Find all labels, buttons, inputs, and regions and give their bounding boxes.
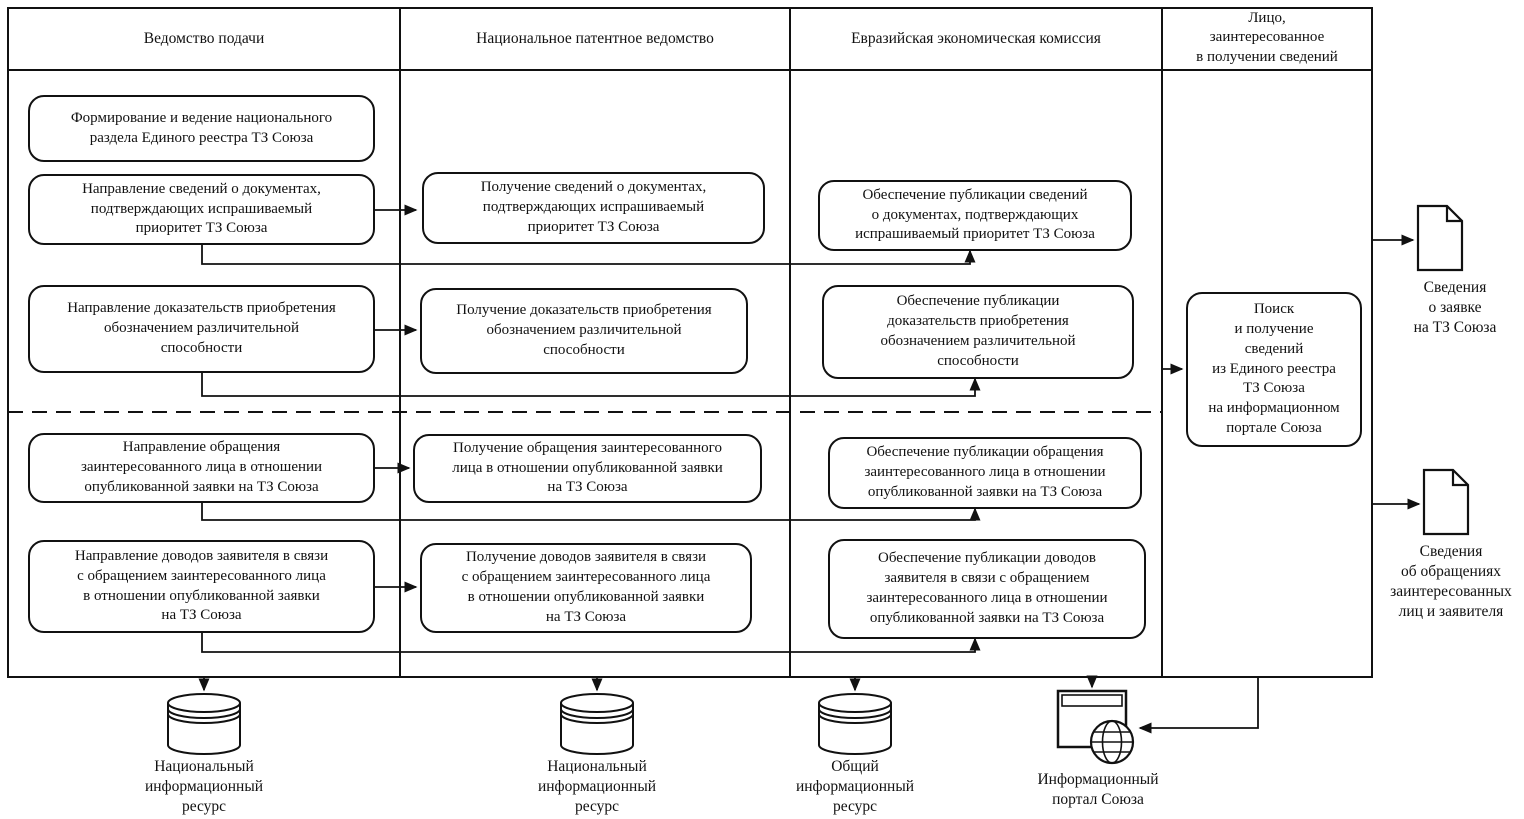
box-send-priority-docs: Направление сведений о документах, подтв…: [28, 174, 375, 245]
union-info-portal-label: Информационный портал Союза: [1037, 771, 1159, 809]
output-doc-application-info-label: Сведения о заявке на ТЗ Союза: [1413, 279, 1497, 337]
box-receive-interested-appeal: Получение обращения заинтересованного ли…: [413, 434, 762, 503]
box-publish-applicant-arguments: Обеспечение публикации доводов заявителя…: [828, 539, 1146, 639]
box-receive-applicant-arguments: Получение доводов заявителя в связи с об…: [420, 543, 752, 633]
swimlane-grid: [7, 7, 1373, 678]
lane-header-interested-person: Лицо, заинтересованное в получении сведе…: [1196, 10, 1338, 65]
box-publish-distinctiveness-proof: Обеспечение публикации доказательств при…: [822, 285, 1134, 379]
database-icon: [560, 693, 634, 755]
national-info-resource-1-label: Национальный информационный ресурс: [144, 758, 264, 816]
box-receive-priority-docs: Получение сведений о документах, подтвер…: [422, 172, 765, 244]
globe-icon: [1089, 719, 1135, 765]
box-send-distinctiveness-proof: Направление доказательств приобретения о…: [28, 285, 375, 373]
box-receive-distinctiveness-proof: Получение доказательств приобретения обо…: [420, 288, 748, 374]
output-doc-appeals-info-label: Сведения об обращениях заинтересованных …: [1390, 543, 1512, 621]
box-form-national-register: Формирование и ведение национального раз…: [28, 95, 375, 162]
box-publish-priority-docs: Обеспечение публикации сведений о докуме…: [818, 180, 1132, 251]
box-publish-interested-appeal: Обеспечение публикации обращения заинтер…: [828, 437, 1142, 509]
lane-header-national-patent-office: Национальное патентное ведомство: [476, 30, 714, 48]
lane-header-filing-office: Ведомство подачи: [143, 30, 265, 48]
portal-icon: [1056, 689, 1135, 765]
flow-arrows: [198, 204, 1421, 734]
database-icon: [818, 693, 892, 755]
document-icon: [1422, 468, 1470, 536]
national-info-resource-2-label: Национальный информационный ресурс: [537, 758, 657, 816]
box-send-interested-appeal: Направление обращения заинтересованного …: [28, 433, 375, 503]
database-icon: [167, 693, 241, 755]
lane-header-eec: Евразийская экономическая комиссия: [851, 30, 1101, 48]
document-icon: [1416, 204, 1464, 272]
common-info-resource-label: Общий информационный ресурс: [795, 758, 915, 816]
box-send-applicant-arguments: Направление доводов заявителя в связи с …: [28, 540, 375, 633]
box-search-union-registry: Поиск и получение сведений из Единого ре…: [1186, 292, 1362, 447]
